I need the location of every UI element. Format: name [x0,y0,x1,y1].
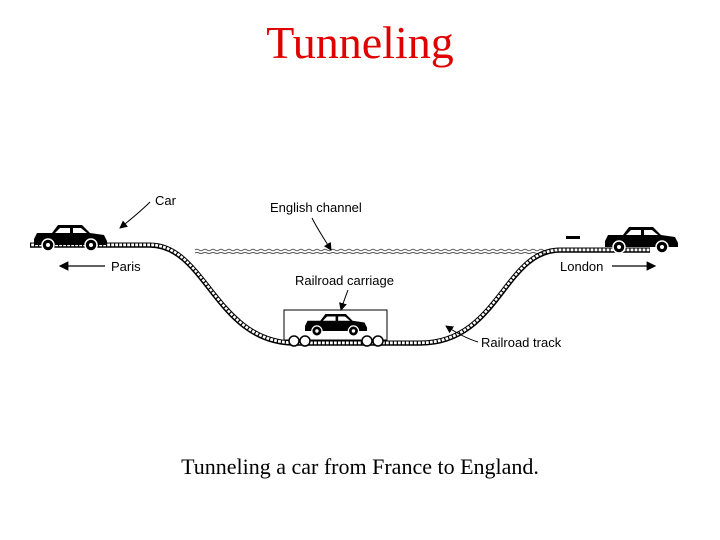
car-london [604,226,679,254]
railroad-track [30,242,650,346]
label-carriage: Railroad carriage [295,273,394,288]
track-pointer [445,325,479,343]
slide-caption: Tunneling a car from France to England. [181,454,539,479]
label-channel: English channel [270,200,362,215]
london-marker [566,236,580,239]
label-paris: Paris [111,259,141,274]
label-car: Car [155,193,177,208]
car-pointer [119,201,151,229]
slide-title: Tunneling [266,17,454,68]
label-london: London [560,259,603,274]
railroad-carriage [283,309,388,347]
carriage-pointer [339,289,349,311]
channel-water [194,248,548,254]
label-track: Railroad track [481,335,562,350]
channel-pointer [311,217,332,251]
